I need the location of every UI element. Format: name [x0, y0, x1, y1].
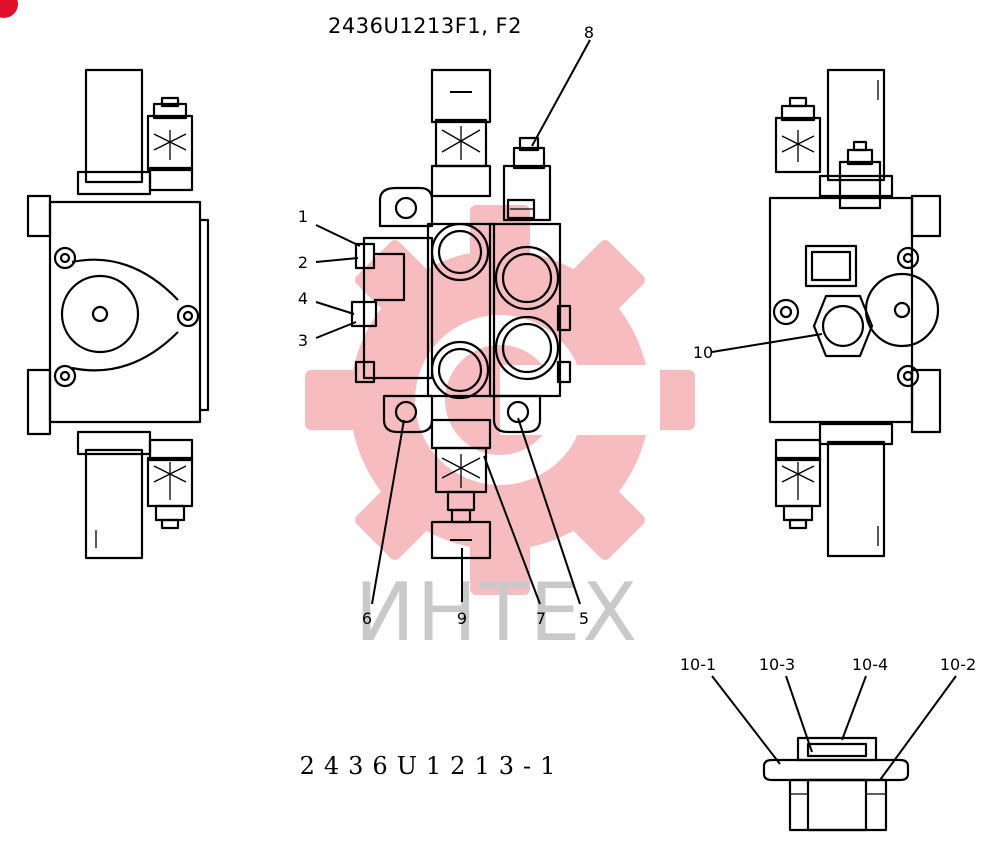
drawing-caption: 2436U1213-1 — [300, 752, 565, 780]
callout-label-3: 3 — [298, 331, 308, 350]
callout-label-1: 1 — [298, 207, 308, 226]
callout-label-2: 2 — [298, 253, 308, 272]
right-side-view — [768, 68, 942, 558]
corner-badge-icon — [0, 0, 18, 18]
drawing-title: 2436U1213F1, F2 — [328, 14, 522, 38]
center-front-view — [350, 68, 572, 560]
callout-label-8: 8 — [584, 23, 594, 42]
leader-lines — [315, 39, 957, 781]
callout-label-9: 9 — [457, 609, 467, 628]
left-side-view — [26, 68, 210, 560]
callout-label-10: 10 — [693, 343, 713, 362]
callout-label-4: 4 — [298, 289, 308, 308]
detail-label-10-4: 10-4 — [852, 655, 888, 674]
callout-label-5: 5 — [579, 609, 589, 628]
plug-detail-view — [762, 736, 910, 832]
watermark-text: ИНТЕХ — [355, 566, 639, 659]
detail-label-10-1: 10-1 — [680, 655, 716, 674]
detail-label-10-3: 10-3 — [759, 655, 795, 674]
callout-label-6: 6 — [362, 609, 372, 628]
detail-label-10-2: 10-2 — [940, 655, 976, 674]
callout-label-7: 7 — [536, 609, 546, 628]
